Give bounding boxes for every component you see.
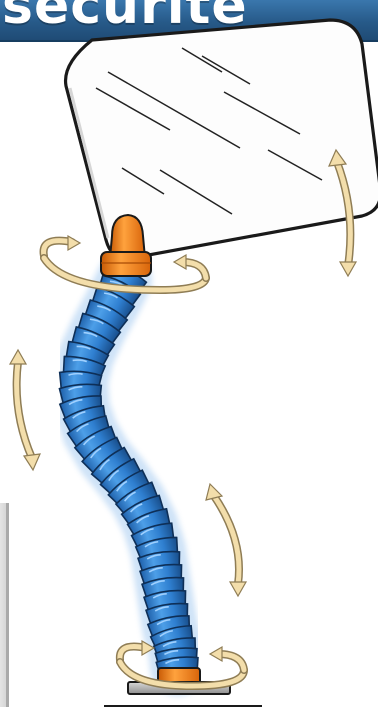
side-edge-bar <box>0 503 9 707</box>
double-arrow-icon <box>8 348 41 472</box>
rotate-arrows-icon <box>115 639 248 691</box>
glass-reflection-lines <box>95 47 323 215</box>
double-arrow-icon <box>205 482 248 598</box>
double-arrow-icon <box>328 148 358 278</box>
shield-panel <box>63 18 378 261</box>
rotate-arrows-icon <box>39 234 210 295</box>
top-nozzle <box>100 213 152 277</box>
